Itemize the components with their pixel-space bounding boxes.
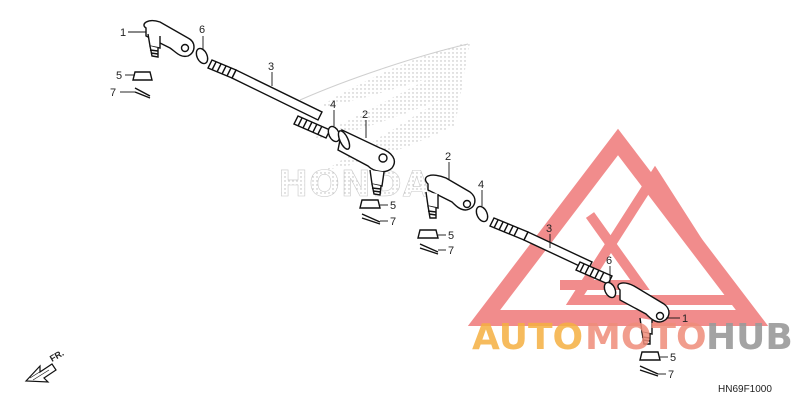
wordmark-hub: HUB bbox=[706, 317, 793, 358]
callout-1-lower: 1 bbox=[682, 313, 688, 325]
callout-3-upper: 3 bbox=[268, 61, 274, 73]
callout-4-upper: 4 bbox=[330, 99, 336, 111]
callout-3-lower: 3 bbox=[546, 223, 552, 235]
callout-numbers: 1 6 5 7 3 4 2 5 7 2 4 5 7 3 6 1 5 7 bbox=[110, 24, 688, 381]
cotter-pin-lower-right bbox=[639, 365, 659, 377]
cotter-pin-upper-left bbox=[134, 87, 151, 99]
castle-nut-lower-mid bbox=[417, 229, 439, 239]
washer-lower bbox=[603, 281, 617, 299]
cotter-pin-lower-mid bbox=[419, 243, 439, 255]
leader-lines bbox=[120, 31, 680, 375]
callout-7-lower-mid: 7 bbox=[448, 245, 454, 257]
callout-6-lower: 6 bbox=[606, 255, 612, 267]
callout-7-upper: 7 bbox=[110, 87, 116, 99]
callout-5-mid: 5 bbox=[390, 200, 396, 212]
tie-rod-end-lower bbox=[424, 174, 476, 219]
wordmark-moto: MOTO bbox=[585, 317, 707, 358]
castle-nut-mid bbox=[359, 199, 381, 209]
tie-rod-end-left bbox=[143, 19, 195, 58]
drawing-code: HN69F1000 bbox=[718, 384, 772, 395]
callout-7-mid: 7 bbox=[390, 216, 396, 228]
callout-1-upper: 1 bbox=[120, 27, 126, 39]
callout-2-lower: 2 bbox=[445, 151, 451, 163]
callout-5-lower-right: 5 bbox=[670, 352, 676, 364]
tie-rod-end-upper bbox=[337, 128, 396, 196]
cotter-pin-mid bbox=[361, 213, 381, 225]
right-tie-rod-assembly bbox=[417, 174, 670, 377]
tie-rod-lower bbox=[489, 217, 613, 285]
lock-nut-lower bbox=[475, 205, 489, 223]
callout-7-lower-right: 7 bbox=[668, 369, 674, 381]
left-tie-rod-assembly bbox=[132, 19, 396, 225]
callout-2-upper: 2 bbox=[362, 109, 368, 121]
callout-6-upper: 6 bbox=[199, 24, 205, 36]
castle-nut-upper-left bbox=[132, 71, 153, 81]
castle-nut-lower-right bbox=[639, 351, 661, 361]
tie-rod-end-right bbox=[617, 282, 670, 345]
wordmark-auto: AUTO bbox=[472, 317, 583, 358]
honda-watermark-text: HONDA bbox=[278, 164, 432, 205]
front-direction-label: FR. bbox=[48, 348, 66, 364]
tie-rod-upper bbox=[207, 59, 331, 139]
washer-upper bbox=[195, 47, 209, 65]
callout-5-upper: 5 bbox=[116, 70, 122, 82]
honda-wing-watermark bbox=[299, 42, 470, 170]
callout-4-lower: 4 bbox=[478, 179, 484, 191]
automotohub-wordmark: AUTO MOTO HUB bbox=[472, 317, 793, 358]
callout-5-lower-mid: 5 bbox=[448, 230, 454, 242]
front-direction-arrow: FR. bbox=[24, 348, 66, 383]
